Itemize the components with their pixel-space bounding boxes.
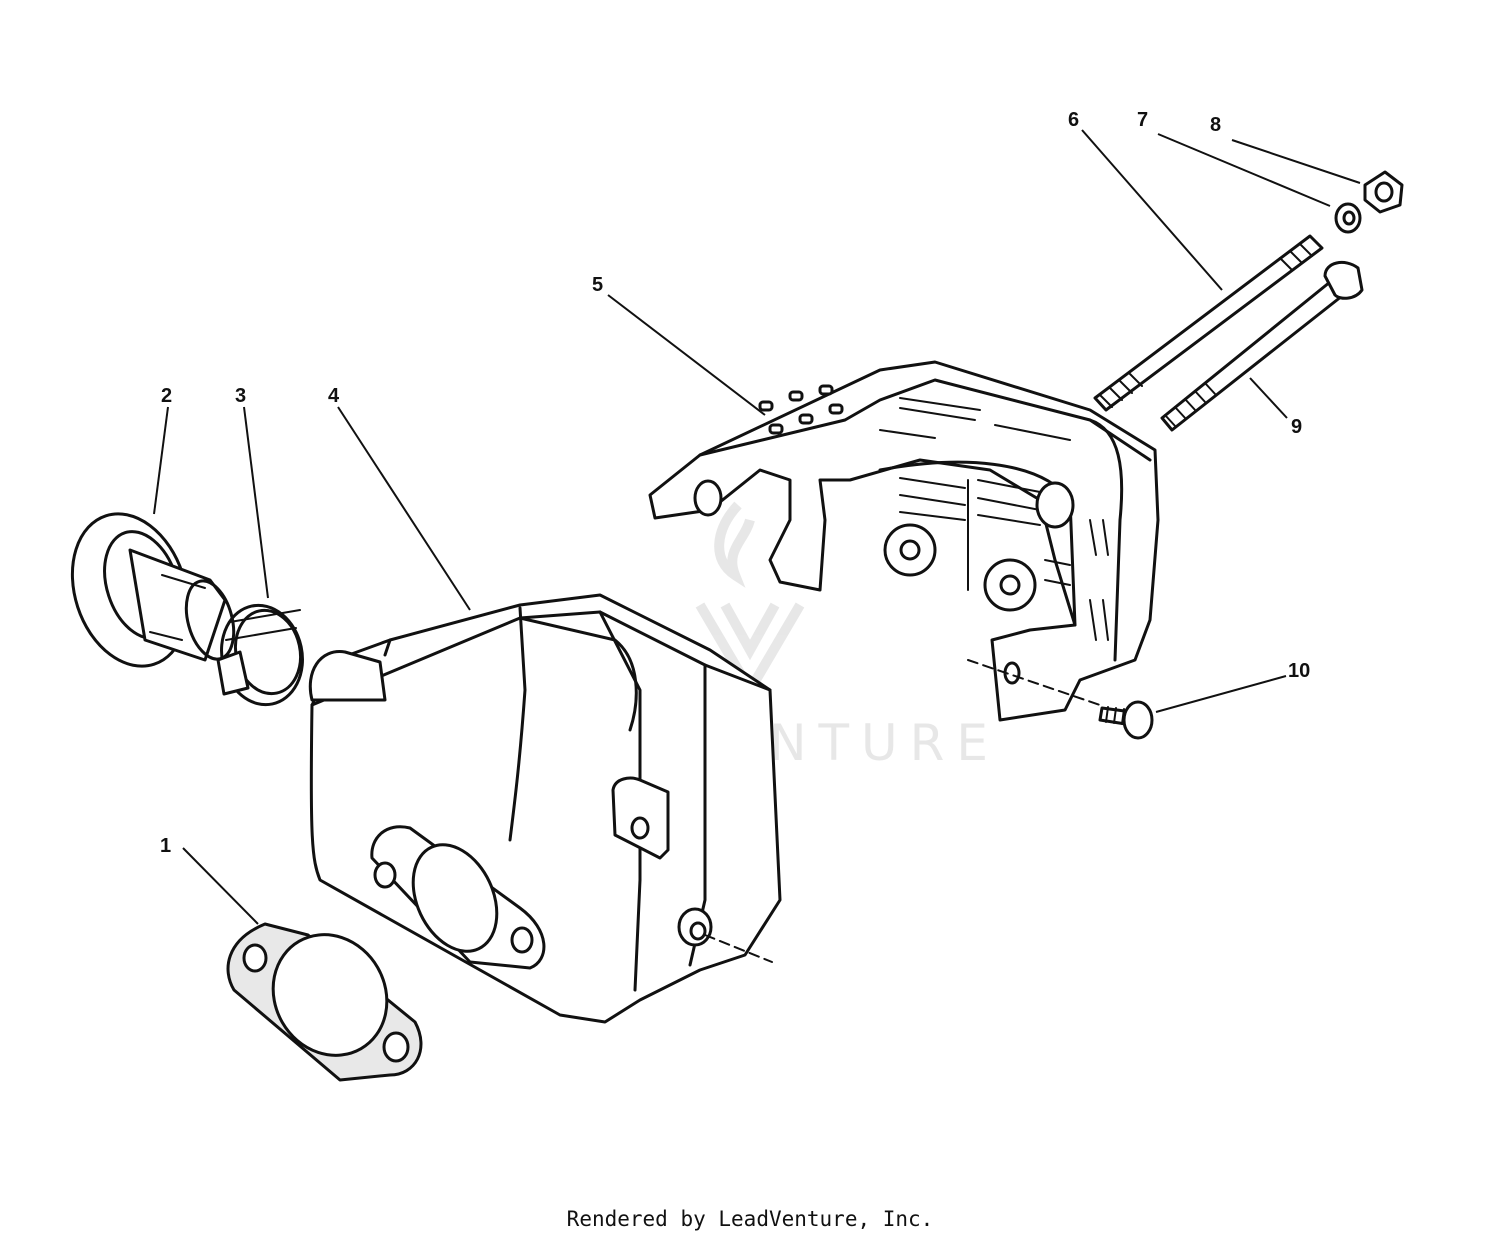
gasket-part[interactable]: [226, 914, 423, 1082]
callout-4: 4: [328, 385, 340, 407]
callout-2: 2: [161, 385, 172, 407]
callout-7: 7: [1137, 109, 1148, 131]
screw-part[interactable]: [1098, 700, 1154, 740]
callout-labels: 1 2 3 4 5 6 7 8 9 10: [160, 109, 1310, 857]
lock-washer-part[interactable]: [1334, 202, 1362, 234]
callout-leaders: [153, 129, 1361, 925]
bolt-part[interactable]: [1160, 260, 1364, 432]
callout-8: 8: [1210, 114, 1221, 136]
muffler-heat-shield-part[interactable]: [648, 360, 1160, 722]
callout-3: 3: [235, 385, 246, 407]
callout-9: 9: [1291, 416, 1302, 438]
exhaust-deflector-part[interactable]: [54, 499, 242, 681]
footer-credit: Rendered by LeadVenture, Inc.: [566, 1207, 934, 1231]
callout-5: 5: [592, 274, 603, 296]
muffler-part[interactable]: [308, 593, 782, 1024]
hose-clamp-part[interactable]: [212, 598, 311, 712]
stud-part[interactable]: [1093, 234, 1324, 412]
callout-6: 6: [1068, 109, 1079, 131]
nut-part[interactable]: [1363, 170, 1404, 214]
callout-1: 1: [160, 835, 171, 857]
callout-10: 10: [1288, 660, 1310, 682]
